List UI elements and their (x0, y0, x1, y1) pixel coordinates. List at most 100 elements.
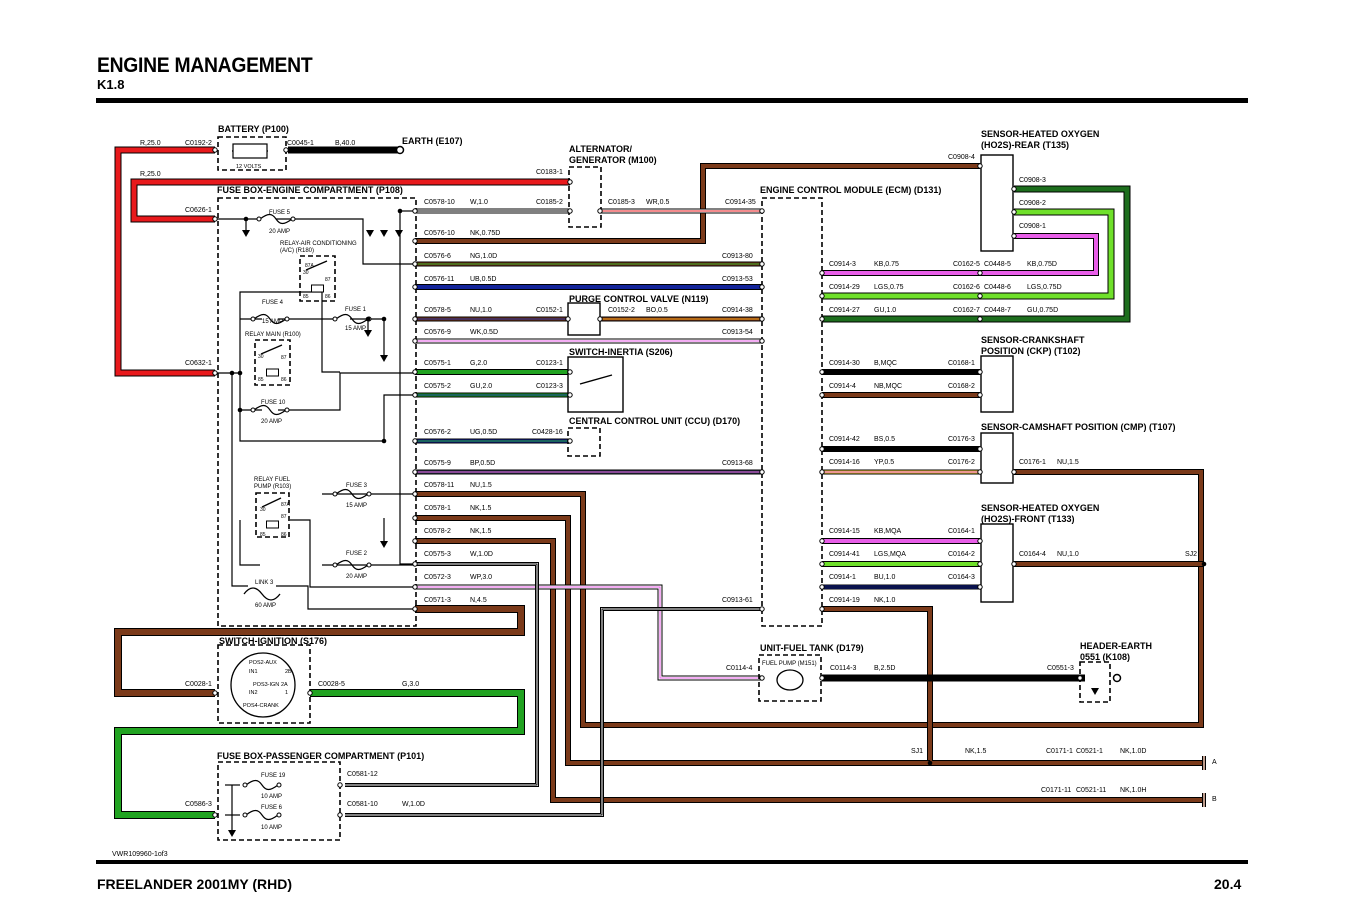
label-98: C0913-61 (722, 597, 753, 604)
label-37: FUSE 1 (345, 307, 367, 313)
green-wire-gu10 (822, 186, 1130, 322)
label-137: C0164-4 (1019, 551, 1046, 558)
fuse-3 (335, 488, 369, 500)
header-earth-box (1079, 661, 1111, 703)
label-182: 87A (305, 263, 315, 269)
label-11: POSITION (CKP) (T102) (981, 346, 1081, 356)
label-107: C0448-6 (984, 284, 1011, 291)
connector-pin (337, 782, 343, 788)
label-40: C0632-1 (185, 360, 212, 367)
fuse-1 (335, 313, 369, 325)
connector-pin (1011, 186, 1017, 192)
label-142: C0164-3 (948, 574, 975, 581)
ignition-switch-box (217, 644, 311, 724)
connector-pin (977, 561, 983, 567)
fuse-box-engine-compartment (217, 197, 417, 627)
label-61: C0913-80 (722, 253, 753, 260)
label-15: SWITCH-IGNITION (S176) (219, 636, 327, 646)
fuse-4-end (250, 316, 256, 322)
label-50: 60 AMP (255, 603, 276, 609)
label-97: N,4.5 (470, 597, 487, 604)
label-79: C0123-3 (536, 383, 563, 390)
label-174: 10 AMP (261, 825, 282, 831)
label-127: YP,0.5 (874, 459, 894, 466)
label-25: C0045-1 (287, 140, 314, 147)
label-74: C0575-1 (424, 360, 451, 367)
connector-pin (1011, 209, 1017, 215)
footer-page-number: 20.4 (1214, 876, 1242, 892)
ecm-box (761, 197, 823, 627)
ho2s-front-sensor (980, 523, 1014, 603)
junction-dot (397, 208, 403, 214)
connector-pin (977, 584, 983, 590)
label-135: LGS,MQA (874, 551, 906, 558)
fuse-5-end (290, 216, 296, 222)
label-64: C0913-53 (722, 276, 753, 283)
link3-feed (231, 373, 248, 587)
label-59: C0576-6 (424, 253, 451, 260)
inertia-switch (567, 356, 624, 413)
red-wire-battery-main (115, 147, 215, 376)
label-140: C0914-1 (829, 574, 856, 581)
footer-model: FREELANDER 2001MY (RHD) (97, 876, 292, 892)
label-77: C0575-2 (424, 383, 451, 390)
label-55: WR,0.5 (646, 199, 669, 206)
label-165: A (1212, 759, 1217, 766)
fuse-2-end (366, 562, 372, 568)
relay-air-conditioning-coil (311, 284, 324, 293)
connector-pin (337, 812, 343, 818)
connector-pin (1011, 469, 1017, 475)
label-184: 87 (325, 277, 331, 283)
label-164: NK,1.0D (1120, 748, 1146, 755)
brown-wire-nk10-outline (822, 606, 1204, 766)
top-rule (96, 98, 1248, 103)
label-69: BO,0.5 (646, 307, 668, 314)
pink-wire-kb075 (822, 234, 1098, 275)
label-134: C0914-41 (829, 551, 860, 558)
earth-arrow (380, 541, 388, 548)
connector-pin (819, 392, 825, 398)
connector-pin (977, 538, 983, 544)
label-185: 85 (303, 294, 309, 300)
fuse-2 (335, 559, 369, 571)
label-88: C0578-1 (424, 505, 451, 512)
link3-out (276, 585, 415, 610)
label-105: LGS,0.75 (874, 284, 904, 291)
label-56: C0914-35 (725, 199, 756, 206)
label-132: KB,MQA (874, 528, 902, 535)
ignition-switch-dial (230, 652, 296, 718)
fuse-5-end (256, 216, 262, 222)
label-4: ENGINE CONTROL MODULE (ECM) (D131) (760, 185, 941, 195)
label-179: 87 (281, 355, 287, 361)
fuse5-out (276, 218, 415, 265)
page-subtitle: K1.8 (97, 77, 125, 92)
label-10: SENSOR-CRANKSHAFT (981, 335, 1085, 345)
label-173: FUSE 6 (261, 805, 283, 811)
label-73: C0913-54 (722, 329, 753, 336)
junction-dot (229, 370, 235, 376)
label-158: B,2.5D (874, 665, 895, 672)
link-3 (243, 587, 281, 601)
label-116: C0908-1 (1019, 223, 1046, 230)
connector-pin (412, 392, 418, 398)
connector-pin (819, 584, 825, 590)
label-2: GENERATOR (M100) (569, 155, 657, 165)
label-13: SENSOR-HEATED OXYGEN (981, 503, 1099, 513)
junction-dot (365, 316, 371, 322)
label-178: 30 (258, 354, 264, 360)
connector-pin (212, 216, 218, 222)
connector-pin (567, 208, 573, 214)
connector-pin (759, 675, 765, 681)
label-138: NU,1.0 (1057, 551, 1079, 558)
diagram-labels: BATTERY (P100)ALTERNATOR/GENERATOR (M100… (140, 124, 1217, 831)
label-115: C0908-2 (1019, 200, 1046, 207)
connector-pin (819, 606, 825, 612)
connector-pin (412, 338, 418, 344)
label-54: C0185-3 (608, 199, 635, 206)
fuse10-out (278, 372, 415, 411)
label-171: 10 AMP (261, 794, 282, 800)
label-7: PURGE CONTROL VALVE (N119) (569, 294, 709, 304)
connector-pin (977, 163, 983, 169)
label-14: (HO2S)-FRONT (T133) (981, 514, 1075, 524)
